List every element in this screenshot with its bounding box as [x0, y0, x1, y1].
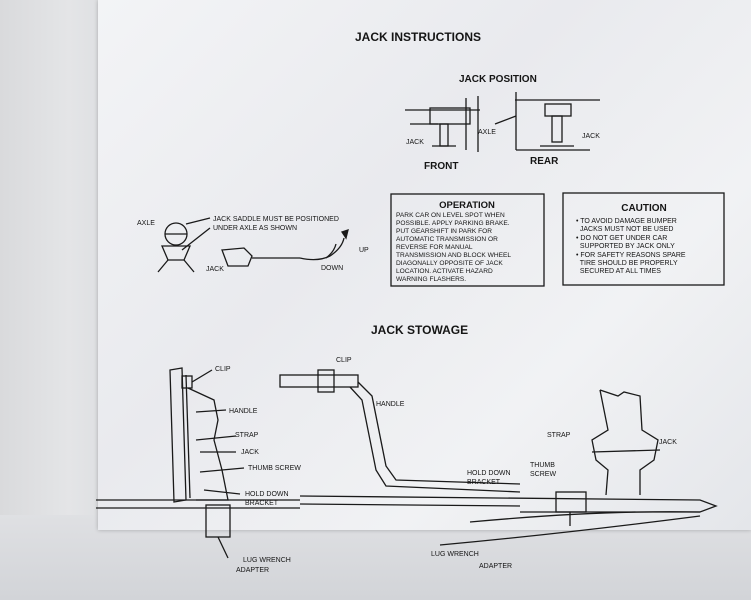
left-label-handle: HANDLE [229, 408, 258, 415]
left-stowage-illustration [96, 367, 300, 559]
right-label-hold-down: HOLD DOWN [467, 470, 511, 477]
left-label-clip: CLIP [215, 366, 231, 373]
left-label-lug-wrench: LUG WRENCH [243, 557, 291, 564]
left-label-thumb-screw: THUMB SCREW [248, 465, 301, 472]
label-jack-rear: JACK [582, 133, 600, 140]
saddle-axle-label: AXLE [137, 220, 155, 227]
right-label-handle: HANDLE [376, 401, 405, 408]
caution-line: SECURED AT ALL TIMES [576, 268, 661, 275]
right-label-jack: JACK [659, 439, 677, 446]
right-stowage-illustration [279, 369, 718, 546]
right-label-thumb: THUMB [530, 462, 555, 469]
jack-position-section: JACK POSITION JACK AXLE FRONT JACK REAR [405, 74, 600, 172]
saddle-note-2: UNDER AXLE AS SHOWN [213, 225, 297, 232]
saddle-note-1: JACK SADDLE MUST BE POSITIONED [213, 216, 339, 223]
caution-line: • DO NOT GET UNDER CAR [576, 235, 667, 242]
operation-line: LOCATION. ACTIVATE HAZARD [396, 268, 493, 275]
left-label-jack: JACK [241, 449, 259, 456]
left-label-strap: STRAP [235, 432, 259, 439]
right-label-screw: SCREW [530, 471, 556, 478]
operation-line: TRANSMISSION AND BLOCK WHEEL [396, 252, 511, 259]
left-label-adapter: ADAPTER [236, 567, 269, 574]
label-axle: AXLE [478, 129, 496, 136]
operation-box: OPERATION PARK CAR ON LEVEL SPOT WHEN PO… [390, 193, 545, 287]
operation-line: POSSIBLE. APPLY PARKING BRAKE. [396, 220, 510, 227]
page-title: JACK INSTRUCTIONS [355, 30, 481, 44]
right-label-clip: CLIP [336, 357, 352, 364]
jack-mechanism [221, 247, 253, 267]
handle-arc [299, 237, 345, 261]
caution-line: JACKS MUST NOT BE USED [576, 226, 673, 233]
operation-line: PARK CAR ON LEVEL SPOT WHEN [396, 212, 505, 219]
operation-line: WARNING FLASHERS. [396, 276, 466, 283]
label-front: FRONT [424, 161, 458, 172]
right-label-lug-wrench: LUG WRENCH [431, 551, 479, 558]
operation-line: REVERSE FOR MANUAL [396, 244, 473, 251]
label-rear: REAR [530, 156, 559, 167]
saddle-down-label: DOWN [321, 265, 343, 272]
background-surface [0, 0, 115, 600]
left-label-hold-down: HOLD DOWN [245, 491, 289, 498]
right-label-adapter: ADAPTER [479, 563, 512, 570]
operation-line: PUT GEARSHIFT IN PARK FOR [396, 228, 492, 235]
caution-line: • TO AVOID DAMAGE BUMPER [576, 218, 677, 225]
label-jack-front: JACK [406, 139, 424, 146]
jack-position-heading: JACK POSITION [459, 74, 537, 85]
left-label-bracket: BRACKET [245, 500, 279, 507]
front-jack-illustration [405, 96, 480, 152]
saddle-up-label: UP [359, 247, 369, 254]
saddle-diagram: AXLE JACK SADDLE MUST BE POSITIONED UNDE… [137, 216, 369, 273]
operation-line: DIAGONALLY OPPOSITE OF JACK [396, 260, 503, 267]
caution-line: TIRE SHOULD BE PROPERLY [576, 260, 678, 267]
caution-line: SUPPORTED BY JACK ONLY [576, 243, 675, 250]
right-label-bracket: BRACKET [467, 479, 501, 486]
instruction-sheet [98, 0, 751, 530]
caution-heading: CAUTION [621, 203, 667, 214]
caution-box: CAUTION • TO AVOID DAMAGE BUMPER JACKS M… [562, 192, 725, 286]
operation-heading: OPERATION [439, 200, 495, 211]
rear-jack-illustration [494, 92, 600, 151]
operation-line: AUTOMATIC TRANSMISSION OR [396, 236, 498, 243]
caution-line: • FOR SAFETY REASONS SPARE [576, 252, 686, 259]
right-label-strap: STRAP [547, 432, 571, 439]
saddle-jack-label: JACK [206, 266, 224, 273]
stowage-heading: JACK STOWAGE [371, 323, 468, 337]
